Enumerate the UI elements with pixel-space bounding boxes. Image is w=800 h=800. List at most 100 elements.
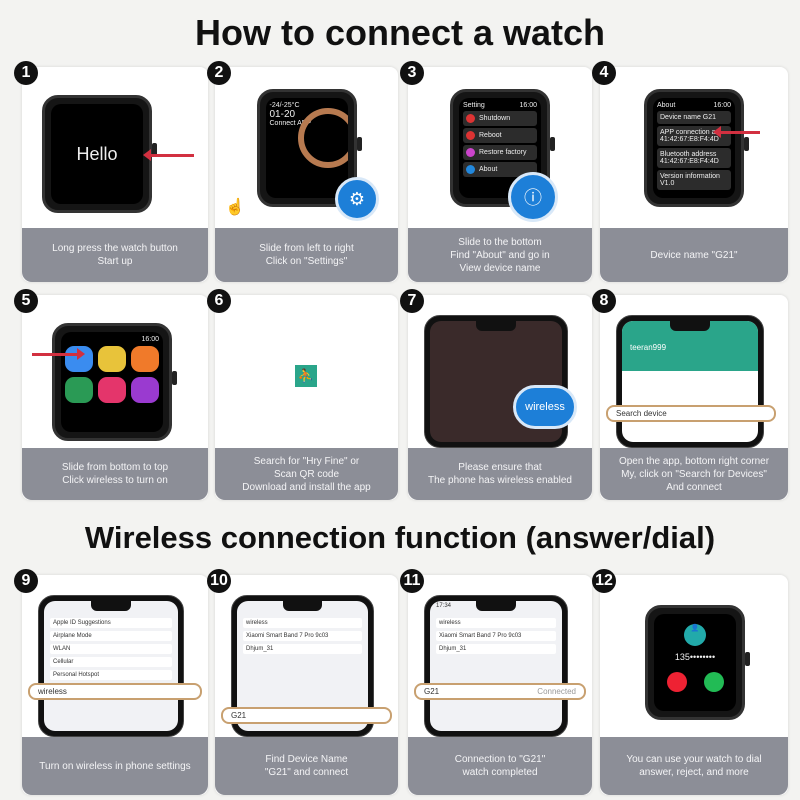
call-buttons xyxy=(658,672,732,692)
menu-icon xyxy=(466,148,475,157)
settings-item: Personal Hotspot xyxy=(50,670,172,680)
red-arrow-icon xyxy=(32,353,78,356)
menu-item: Device name G21 xyxy=(657,111,731,124)
red-arrow-icon xyxy=(143,149,194,161)
search-device-button[interactable]: Search device xyxy=(606,405,776,422)
settings-item: Xiaomi Smart Band 7 Pro 9c03 xyxy=(436,631,556,641)
connection-status: Connected xyxy=(537,687,576,696)
step-number-badge: 7 xyxy=(400,289,424,313)
step-card-8: Open the app, bottom right corner My, cl… xyxy=(600,295,788,500)
settings-header: wireless xyxy=(243,618,362,628)
phone-mockup: teeran999 xyxy=(616,315,764,448)
watch-time: 16:00 xyxy=(141,336,159,343)
watch-date: 01-20 xyxy=(269,109,296,120)
wireless-badge: wireless xyxy=(513,385,577,429)
step-number-badge: 8 xyxy=(592,289,616,313)
watch-time: 16:00 xyxy=(519,102,537,109)
step-number-badge: 3 xyxy=(400,61,424,85)
answer-call-button xyxy=(703,672,724,692)
step-caption: Turn on wireless in phone settings xyxy=(22,737,208,795)
step-card-3: Slide to the bottom Find "About" and go … xyxy=(408,67,592,282)
step-number-badge: 5 xyxy=(14,289,38,313)
step-caption: Slide to the bottom Find "About" and go … xyxy=(408,228,592,282)
step-number-badge: 9 xyxy=(14,569,38,593)
step-caption: Search for "Hry Fine" or Scan QR code Do… xyxy=(215,448,398,500)
settings-item: Apple ID Suggestions xyxy=(50,618,172,628)
step-caption: Slide from left to right Click on "Setti… xyxy=(215,228,398,282)
menu-item-label: Version information V1.0 xyxy=(660,173,720,187)
menu-item: About xyxy=(463,162,537,177)
menu-item-label: APP connection ad... 41:42:67:E8:F4:4D xyxy=(660,129,726,143)
settings-item: Dhjum_31 xyxy=(436,644,556,654)
settings-header: wireless xyxy=(436,618,556,628)
step-caption: Long press the watch button Start up xyxy=(22,228,208,282)
step-caption: Device name "G21" xyxy=(600,228,788,282)
watch-header: Setting 16:00 xyxy=(463,102,537,109)
smartwatch: 👤135•••••••• xyxy=(645,605,750,720)
hello-text: Hello xyxy=(76,143,118,164)
menu-icon xyxy=(466,114,475,123)
info-icon: ⓘ xyxy=(508,172,558,222)
menu-icon xyxy=(466,131,475,140)
settings-item: Cellular xyxy=(50,657,172,667)
step-card-6: Search for "Hry Fine" or Scan QR code Do… xyxy=(215,295,398,500)
menu-item-label: Shutdown xyxy=(479,115,511,122)
page-title: How to connect a watch xyxy=(194,12,606,53)
settings-item: WLAN xyxy=(50,644,172,654)
menu-item: Shutdown xyxy=(463,111,537,126)
control-tile xyxy=(131,346,159,372)
step-card-1: Long press the watch button Start up Hell… xyxy=(22,67,208,282)
watch-screen: 16:00 xyxy=(61,332,163,432)
highlight-wireless[interactable]: wireless xyxy=(28,683,202,700)
watch-header-title: About xyxy=(657,102,676,109)
menu-item: Version information V1.0 xyxy=(657,170,731,190)
dialed-number: 135•••••••• xyxy=(674,652,716,662)
control-tile xyxy=(98,346,126,372)
control-tile xyxy=(98,377,126,403)
menu-item-label: About xyxy=(479,166,498,173)
step-number-badge: 10 xyxy=(207,569,231,593)
settings-item: Dhjum_31 xyxy=(243,644,362,654)
phone-notch xyxy=(476,601,516,611)
menu-item: APP connection ad... 41:42:67:E8:F4:4D xyxy=(657,126,731,146)
step-number-badge: 6 xyxy=(207,289,231,313)
smartwatch: 16:00 xyxy=(52,323,177,441)
step-caption: Slide from bottom to top Click wireless … xyxy=(22,448,208,500)
app-qr-icon: ⛹ xyxy=(295,365,317,387)
highlight-g21[interactable]: G21 xyxy=(221,707,392,724)
watch-dial xyxy=(297,108,348,168)
step-card-2: Slide from left to right Click on "Setti… xyxy=(215,67,398,282)
weather-temp: -24/-25°C xyxy=(269,102,300,109)
control-tile xyxy=(65,377,93,403)
phone-time: 17:34 xyxy=(436,603,452,609)
watch-header-title: Setting xyxy=(463,102,485,109)
menu-item-label: Reboot xyxy=(479,132,502,139)
menu-item: Restore factory xyxy=(463,145,537,160)
section-title: Wireless connection function (answer/dia… xyxy=(84,520,716,555)
smartwatch: Hello xyxy=(42,95,157,213)
step-caption: Connection to "G21" watch completed xyxy=(408,737,592,795)
menu-icon xyxy=(466,165,475,174)
step-card-10: Find Device Name "G21" and connect wirele… xyxy=(215,575,398,795)
control-grid xyxy=(65,346,159,403)
phone-notch xyxy=(476,321,516,331)
swipe-hand-icon: ☝ xyxy=(225,199,245,216)
phone-notch xyxy=(282,601,323,611)
step-caption: Find Device Name "G21" and connect xyxy=(215,737,398,795)
red-arrow-icon xyxy=(713,126,760,138)
phone-notch xyxy=(669,321,711,331)
step-number-badge: 11 xyxy=(400,569,424,593)
step-caption: You can use your watch to dial answer, r… xyxy=(600,737,788,795)
reject-call-button xyxy=(666,672,687,692)
menu-item-label: Bluetooth address 41:42:67:E8:F4:4D xyxy=(660,151,719,165)
